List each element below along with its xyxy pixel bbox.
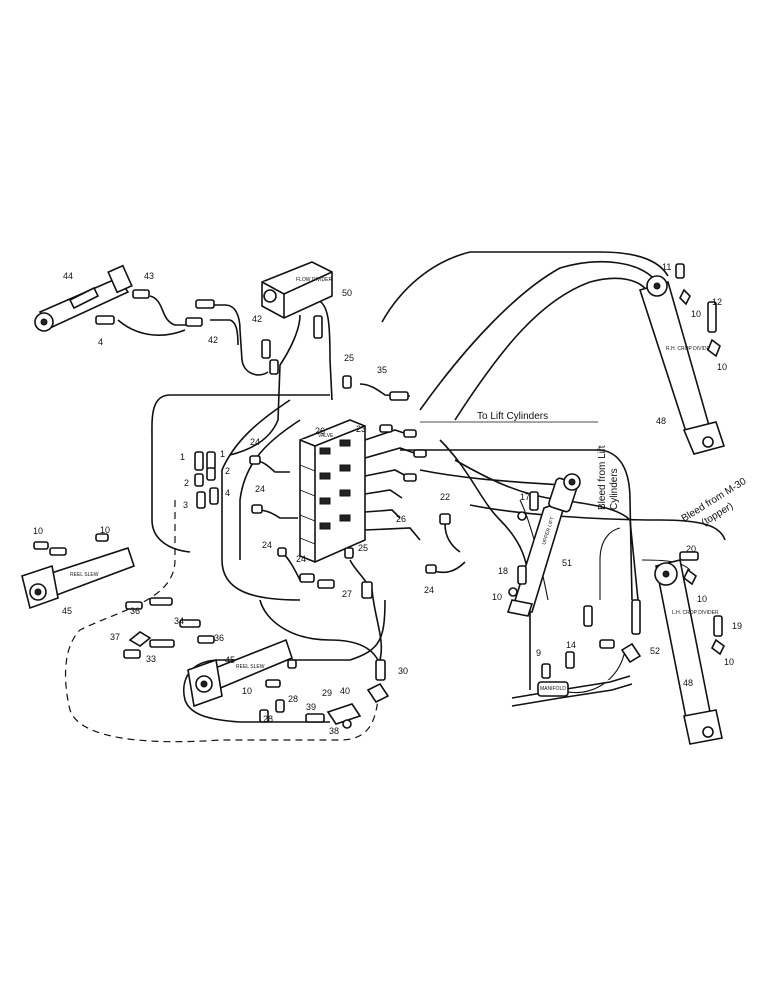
note-bleed-lift-1: Bleed from Lift — [597, 445, 608, 510]
reel-slew-cylinder-center-45: REEL SLEW — [187, 638, 297, 708]
callout-9: 9 — [536, 648, 541, 658]
callout-29: 29 — [322, 688, 332, 698]
hose-network — [117, 251, 726, 723]
fittings-1-2-3-4 — [194, 451, 219, 509]
reel-slew-cylinder-left-45: REEL SLEW — [21, 533, 136, 610]
callout-45: 45 — [62, 606, 72, 616]
callout-28: 28 — [288, 694, 298, 704]
flow-divider-label: FLOW DIVIDER — [296, 277, 333, 283]
callout-1: 1 — [180, 452, 185, 462]
callout-24: 24 — [424, 585, 434, 595]
rh-crop-divider-label: R.H. CROP DIVIDER — [666, 346, 714, 352]
callout-36: 36 — [214, 633, 224, 643]
callout-28: 28 — [263, 714, 273, 724]
callout-10: 10 — [492, 592, 502, 602]
callout-2: 2 — [184, 478, 189, 488]
callout-33: 33 — [146, 654, 156, 664]
callout-52: 52 — [650, 646, 660, 656]
callout-37: 37 — [110, 632, 120, 642]
valve-label: VALVE — [318, 433, 334, 439]
callout-2: 2 — [225, 466, 230, 476]
callout-45: 45 — [225, 655, 235, 665]
callout-36: 36 — [130, 606, 140, 616]
callout-10: 10 — [33, 526, 43, 536]
fittings-28-30-38-39-40 — [259, 659, 390, 729]
callout-10: 10 — [691, 309, 701, 319]
callout-50: 50 — [342, 288, 352, 298]
callout-25: 25 — [344, 353, 354, 363]
note-bleed-lift-2: Cylinders — [609, 468, 620, 510]
manifold-assembly: MANIFOLD — [511, 599, 642, 707]
reel-slew-label-left: REEL SLEW — [70, 572, 99, 578]
fittings-17-18 — [508, 491, 539, 597]
callout-42: 42 — [252, 314, 262, 324]
callout-17: 17 — [520, 492, 530, 502]
flow-divider-50: FLOW DIVIDER — [261, 261, 333, 339]
callout-18: 18 — [498, 566, 508, 576]
case-drain-line — [65, 500, 379, 743]
manifold-label: MANIFOLD — [540, 686, 566, 692]
callout-42: 42 — [208, 335, 218, 345]
callout-10: 10 — [717, 362, 727, 372]
reel-lift-cylinder-44 — [34, 264, 133, 332]
callout-3: 3 — [183, 500, 188, 510]
callout-11: 11 — [662, 262, 671, 272]
callout-10: 10 — [697, 594, 707, 604]
callout-12: 12 — [712, 297, 722, 307]
callout-24: 24 — [296, 554, 306, 564]
callout-38: 38 — [329, 726, 339, 736]
note-to-lift-cylinders: To Lift Cylinders — [477, 411, 548, 422]
callout-24: 24 — [255, 484, 265, 494]
callout-22: 22 — [440, 492, 450, 502]
rh-crop-divider-cylinder-48-top: R.H. CROP DIVIDER — [638, 263, 726, 455]
callout-10: 10 — [724, 657, 734, 667]
callout-23: 23 — [356, 424, 366, 434]
callout-25: 25 — [358, 543, 368, 553]
control-valve-bank-26: VALVE — [299, 419, 427, 563]
callout-35: 35 — [377, 365, 387, 375]
callout-26: 26 — [396, 514, 406, 524]
callout-30: 30 — [398, 666, 408, 676]
callout-10: 10 — [242, 686, 252, 696]
lh-crop-divider-cylinder-48-bottom: L.H. CROP DIVIDER — [654, 551, 726, 745]
callout-4: 4 — [225, 488, 230, 498]
callout-14: 14 — [566, 640, 576, 650]
callout-19: 19 — [732, 621, 742, 631]
callout-26: 26 — [315, 426, 325, 436]
callout-44: 44 — [63, 271, 73, 281]
callout-10: 10 — [100, 525, 110, 535]
callout-51: 51 — [562, 558, 572, 568]
fittings-25-27-lower — [317, 547, 373, 599]
callout-24: 24 — [262, 540, 272, 550]
reel-slew-label-center: REEL SLEW — [236, 664, 265, 670]
callout-48: 48 — [656, 416, 666, 426]
callout-4: 4 — [98, 337, 103, 347]
elbow-fittings-24 — [249, 455, 466, 583]
callout-40: 40 — [340, 686, 350, 696]
callout-1: 1 — [220, 449, 225, 459]
fittings-42 — [185, 299, 279, 375]
lh-crop-divider-label: L.H. CROP DIVIDER — [672, 610, 719, 616]
callout-39: 39 — [306, 702, 316, 712]
callout-48: 48 — [683, 678, 693, 688]
callout-34: 34 — [174, 616, 184, 626]
fittings-25-35 — [342, 375, 411, 401]
callout-27: 27 — [342, 589, 352, 599]
fittings-33-34-36-37 — [123, 597, 215, 659]
fittings-43-4 — [95, 289, 150, 325]
callout-24: 24 — [250, 437, 260, 447]
callout-43: 43 — [144, 271, 154, 281]
callout-20: 20 — [686, 544, 696, 554]
